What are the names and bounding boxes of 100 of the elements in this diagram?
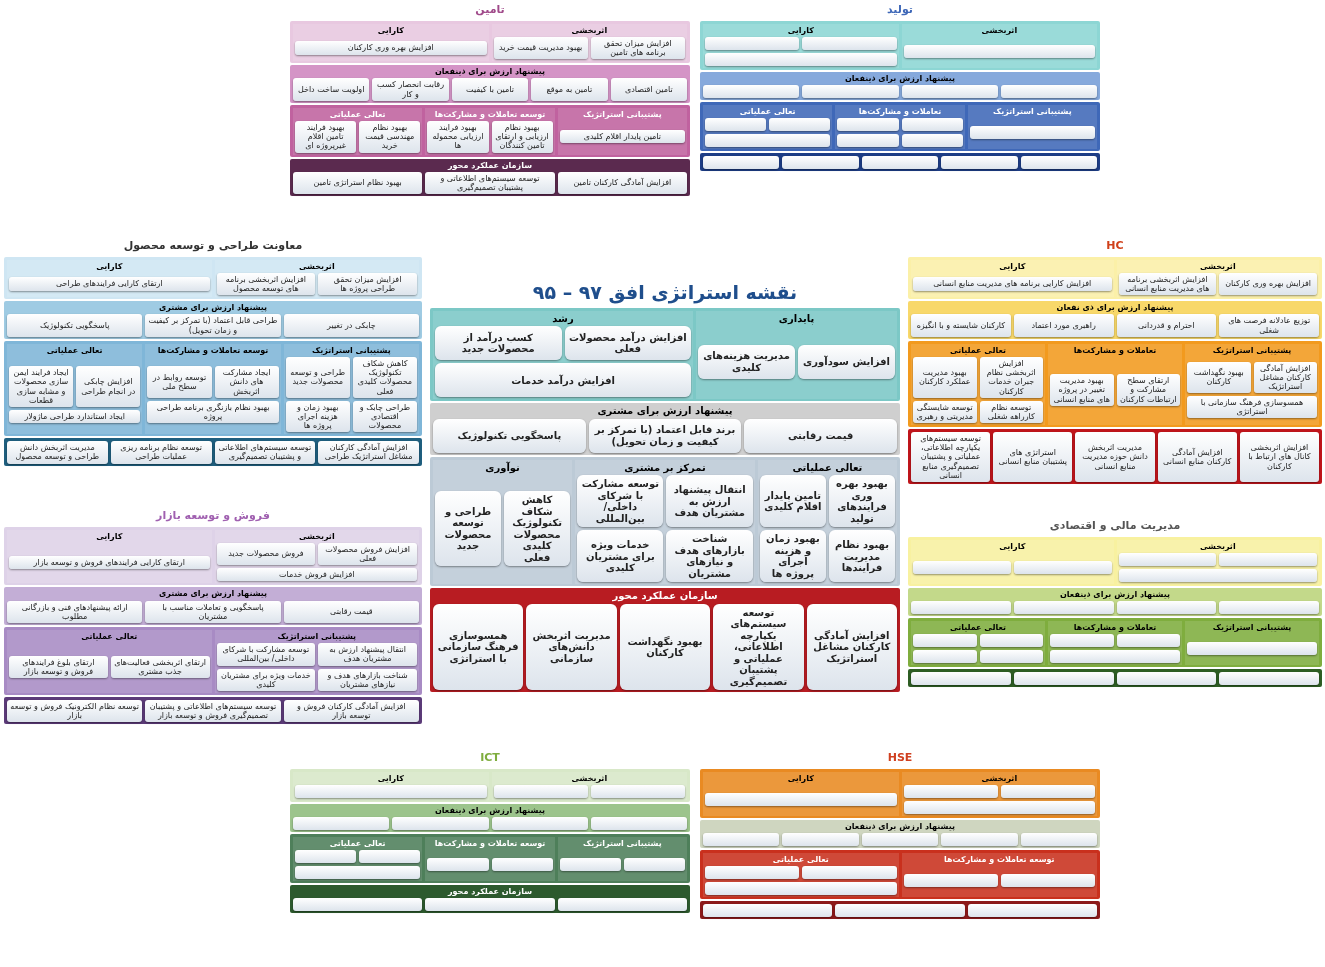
- theme-section: [1185, 343, 1319, 426]
- theme-section: [293, 107, 423, 155]
- theme-section: [575, 459, 755, 585]
- theme-section: [425, 107, 555, 155]
- theme-section: [425, 837, 555, 882]
- objective-box: افزایش اثربخشی نظام جبران خدمات کارکنان: [979, 356, 1043, 398]
- theme-section: [7, 629, 212, 693]
- objective-box: افزایش آمادگی کارکنان مشاغل استراتژیک: [1253, 361, 1317, 394]
- objective-box: خدمات ویژه برای مشتریان کلیدی: [577, 530, 664, 583]
- theme-section: [911, 259, 1114, 298]
- theme-heading: رشد: [552, 312, 574, 325]
- objective-box: بهبود نظام مدیریت فرایندها: [828, 530, 895, 583]
- theme-heading: اثربخشی: [1199, 541, 1236, 551]
- theme-section: [145, 343, 281, 435]
- theme-section: [911, 539, 1114, 584]
- objective-box: افزایش درآمد محصولات فعلی: [564, 326, 692, 361]
- band-heading: پیشنهاد ارزش برای ذینفعان: [845, 821, 955, 831]
- objective-box: [293, 898, 423, 912]
- perspective-band: [908, 429, 1322, 484]
- objective-box: افزایش سودآوری: [798, 344, 895, 379]
- objective-box: [911, 601, 1011, 614]
- objective-box: تامین به موقع: [531, 78, 608, 101]
- panel-title: HC: [1106, 240, 1124, 253]
- objective-box: کاهش شکاف تکنولوژیک محصولات کلیدی فعلی: [352, 356, 417, 398]
- objective-box: [590, 817, 687, 830]
- band-heading: پیشنهاد ارزش برای ذی نفعان: [1056, 303, 1174, 313]
- theme-section: [703, 23, 899, 68]
- objective-box: [557, 898, 687, 912]
- objective-box: [293, 817, 390, 830]
- objective-box: [295, 866, 421, 880]
- theme-heading: تعالی عملیاتی: [950, 623, 1006, 633]
- objective-box: [967, 904, 1097, 918]
- theme-section: [491, 23, 687, 62]
- objective-box: بهبود مدیریت عملکرد کارکنان: [913, 356, 977, 398]
- objective-box: راهبری مورد اعتماد: [1013, 314, 1114, 337]
- objective-box: [1013, 601, 1114, 614]
- strategy-map-panel: [4, 240, 422, 466]
- objective-box: توسعه سیستم‌های یکپارچه اطلاعاتی، عملیاتی و پشتیبان تصمیم‌گیری منابع انسانی: [911, 432, 991, 482]
- objective-box: فروش محصولات جدید: [216, 542, 316, 566]
- theme-section: [835, 105, 965, 150]
- objective-box: بهبود مدیریت قیمت خرید: [493, 36, 588, 60]
- perspective-band: [430, 456, 900, 587]
- strategy-map-panel: [4, 510, 422, 725]
- theme-heading: توسعه تعاملات و مشارکت‌ها: [434, 109, 546, 119]
- panel-title: نقشه استراتژی افق ۹۷ – ۹۵: [532, 282, 798, 304]
- objective-box: ارتقای سطح مشارکت و ارتباطات کارکنان: [1116, 374, 1180, 406]
- perspective-band: [4, 587, 422, 625]
- objective-box: رقابت انحصار کسب و کار: [372, 78, 449, 101]
- theme-heading: نوآوری: [485, 461, 520, 474]
- band-heading: پیشنهاد ارزش برای ذینفعان: [1060, 589, 1170, 599]
- objective-box: [702, 156, 780, 170]
- objective-box: [1013, 672, 1114, 686]
- theme-heading: پشتیبانی استراتژیک: [1212, 345, 1292, 355]
- theme-heading: اثربخشی: [298, 531, 335, 541]
- perspective-band: [430, 307, 900, 402]
- theme-section: [7, 343, 143, 435]
- band-heading: پیشنهاد ارزش برای مشتری: [158, 303, 268, 313]
- perspective-band: [290, 885, 690, 914]
- objective-box: [559, 858, 621, 872]
- theme-section: [7, 529, 212, 584]
- objective-box: ارتقای کارایی فرایندهای فروش و توسعه بازار: [9, 555, 210, 569]
- theme-heading: اثربخشی: [571, 25, 608, 35]
- theme-section: [703, 771, 899, 816]
- objective-box: توسعه سیستم‌های اطلاعاتی و پشتیبان تصمیم‌گیری: [214, 441, 316, 464]
- theme-heading: تعالی عملیاتی: [772, 855, 829, 865]
- band-heading: سازمان عملکرد محور: [448, 887, 532, 897]
- panel-title: تولید: [887, 4, 913, 17]
- perspective-band: [4, 340, 422, 437]
- objective-box: [1000, 85, 1097, 98]
- theme-section: [214, 629, 419, 693]
- theme-heading: توسعه تعاملات و مشارکت‌ها: [434, 839, 546, 849]
- objective-box: احترام و قدردانی: [1116, 314, 1217, 337]
- theme-heading: کارایی: [96, 261, 123, 271]
- objective-box: [295, 784, 487, 798]
- strategy-map-panel: [908, 240, 1322, 484]
- objective-box: تامین با کیفیت: [451, 78, 529, 101]
- objective-box: همسوسازی فرهنگ سازمانی با استراتژی: [432, 603, 524, 691]
- theme-section: [433, 310, 694, 400]
- objective-box: تامین پایدار اقلام کلیدی: [559, 130, 685, 144]
- objective-box: [705, 882, 897, 896]
- objective-box: [1116, 634, 1180, 648]
- objective-box: خدمات ویژه برای مشتریان کلیدی: [216, 668, 316, 691]
- objective-box: [491, 817, 588, 830]
- perspective-band: [700, 20, 1100, 70]
- perspective-band: [700, 819, 1100, 848]
- theme-section: [1185, 621, 1319, 666]
- panel-title: ICT: [480, 752, 500, 765]
- objective-box: [703, 904, 833, 918]
- objective-box: طراحی و توسعه محصولات جدید: [435, 491, 502, 567]
- objective-box: [802, 36, 897, 50]
- theme-section: [757, 459, 897, 585]
- objective-box: ایجاد فرایند ایمن سازی محصولات و مشابه سازی قطعات: [9, 366, 74, 407]
- theme-section: [491, 771, 687, 800]
- perspective-band: [700, 153, 1100, 172]
- theme-section: [696, 310, 897, 400]
- objective-box: [979, 634, 1043, 648]
- objective-box: بهبود زمان و هزینه اجرای پروژه ها: [759, 530, 826, 583]
- objective-box: ارتقای اثربخشی فعالیت‌های جذب مشتری: [110, 655, 210, 679]
- objective-box: [1116, 672, 1217, 686]
- strategy-map-panel: [290, 4, 690, 197]
